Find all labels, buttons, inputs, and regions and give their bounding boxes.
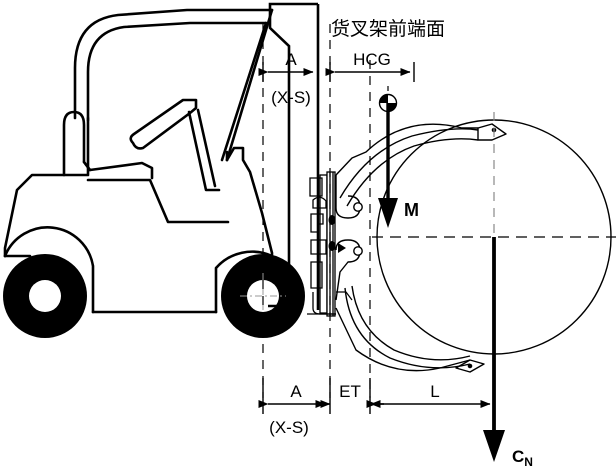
mast-assembly [268, 2, 320, 310]
load-cn-letter: C [512, 447, 524, 466]
steering-column [187, 110, 221, 192]
clamp-lower-arm-body [335, 307, 471, 372]
clamp-lower-arm-inner [344, 287, 471, 369]
overhead-guard-frame [73, 8, 274, 120]
m-arrow-head [378, 198, 398, 228]
carriage-face-note: 货叉架前端面 [331, 18, 445, 40]
dim-xs-bottom-label: (X-S) [269, 418, 309, 437]
steering-column-2 [196, 108, 217, 188]
forklift-truck [3, 8, 274, 314]
engine-hood [86, 178, 230, 224]
clamp-lower-arm-pad [351, 285, 471, 361]
cn-arrow-head [483, 430, 505, 462]
clamp-upper-bracket [335, 175, 361, 219]
carriage-upper-hook [309, 177, 323, 197]
dim-xs-top-label: (X-S) [271, 88, 311, 107]
overhead-guard-inner [86, 21, 268, 122]
front-wheel-arch [214, 250, 274, 314]
carriage-mid-bracket [310, 213, 324, 233]
front-body-panel [225, 146, 274, 260]
paper-roll-clamp-arms [335, 123, 507, 373]
clamp-lower-tip [455, 359, 485, 373]
seat-cushion [82, 160, 92, 172]
wheels-group [3, 254, 305, 338]
bottom-dimension-group: A (X-S) ET L [258, 378, 491, 437]
rear-hub [29, 280, 61, 312]
dim-hcg-label: HCG [353, 50, 391, 69]
clamp-upper-tip [477, 123, 507, 141]
clamp-lower-bracket [335, 239, 361, 301]
clamp-lower-pivot [353, 246, 363, 256]
carriage-lower-hook [310, 261, 323, 289]
clamp-upper-pivot [353, 202, 363, 212]
dim-a-top-label: A [285, 50, 297, 69]
rear-wheel-arch [3, 226, 95, 314]
load-m-group: M [378, 93, 419, 228]
clamp-upper-arm-inner [339, 128, 479, 199]
centerlines-group [262, 24, 616, 398]
clamp-lower-tip-pin [467, 363, 473, 369]
dim-et-label: ET [339, 382, 361, 401]
dim-l-label: L [430, 382, 439, 401]
top-dimension-group: A (X-S) HCG [258, 50, 415, 107]
clamp-pivot-arrow [338, 243, 346, 253]
load-cn-subscript: N [524, 455, 533, 469]
mast-outer-profile [268, 2, 318, 306]
carriage-upper-detail [312, 196, 327, 209]
load-cn-label: CN [512, 447, 533, 469]
carriage-lower-bracket [310, 239, 327, 255]
clamp-upper-arm-pad [346, 138, 479, 207]
clamp-actuator-detail [336, 291, 353, 301]
operator-seat [62, 110, 154, 180]
guard-rear-post [225, 8, 274, 162]
dim-a-bottom-label: A [290, 382, 302, 401]
steering-wheel [129, 98, 198, 150]
guard-rear-post-inner [220, 21, 268, 162]
carriage-plate-assembly [307, 171, 336, 317]
load-m-label: M [404, 200, 419, 220]
load-cn-group: CN [483, 237, 533, 469]
clamp-upper-arm-body [335, 123, 478, 176]
